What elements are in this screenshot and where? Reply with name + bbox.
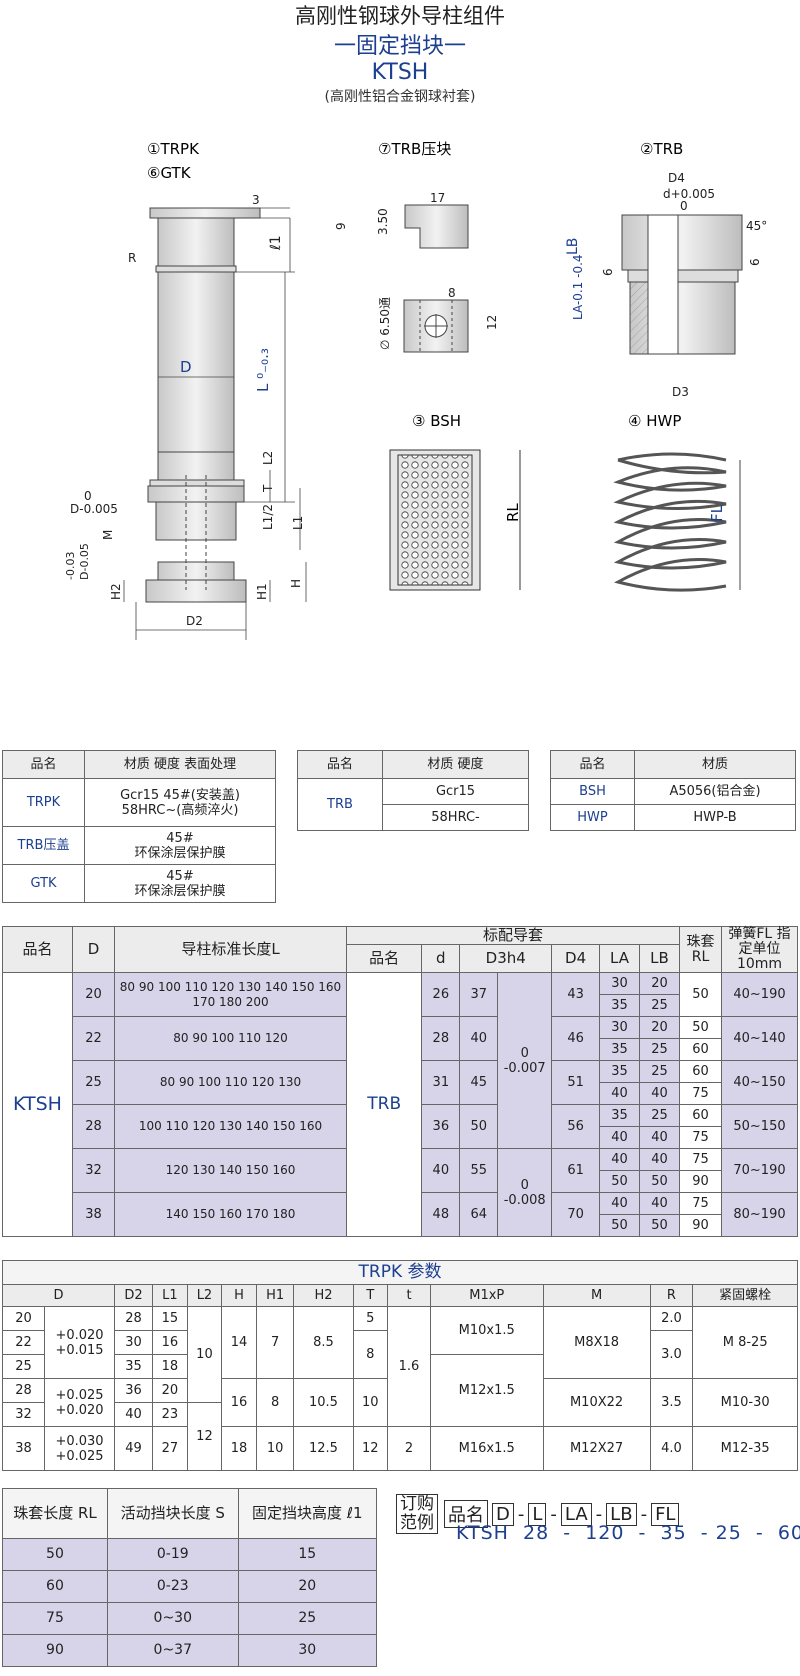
- label-trb: ②TRB: [640, 140, 683, 158]
- material-table-trpk: 品名材质 硬度 表面处理 TRPK Gcr15 45#(安装盖)58HRC~(高…: [2, 750, 276, 903]
- order-example-value: KTSH 28 - 120 - 35 - 25 - 60: [456, 1522, 800, 1544]
- label-hwp: ④ HWP: [628, 412, 681, 430]
- svg-text:3.50: 3.50: [376, 208, 390, 235]
- svg-text:D-0.005: D-0.005: [70, 502, 118, 516]
- order-part: L: [528, 1502, 547, 1526]
- trpk-post: [145, 207, 261, 603]
- svg-text:D2: D2: [186, 614, 203, 628]
- svg-text:LA-0.1 -0.4: LA-0.1 -0.4: [571, 254, 585, 320]
- order-label: 订购 范例: [396, 1494, 438, 1534]
- technical-drawing: ①TRPK ⑥GTK 3 ℓ1 R D: [64, 140, 767, 640]
- label-bsh: ③ BSH: [412, 412, 461, 430]
- svg-text:H2: H2: [109, 583, 123, 600]
- svg-text:T: T: [261, 484, 275, 493]
- svg-text:6: 6: [748, 258, 762, 266]
- svg-text:D: D: [180, 358, 192, 376]
- svg-text:45°: 45°: [746, 219, 767, 233]
- svg-text:-0.03: -0.03: [64, 552, 77, 580]
- col-length: 导柱标准长度L: [114, 926, 347, 973]
- order-part: LA: [560, 1502, 592, 1526]
- trpk-title: TRPK 参数: [2, 1260, 798, 1285]
- label-trpk: ①TRPK: [147, 140, 200, 158]
- svg-text:L1: L1: [291, 516, 305, 530]
- mat1-gtk: GTK: [2, 864, 85, 903]
- svg-text:RL: RL: [504, 503, 522, 522]
- svg-text:L1/2: L1/2: [261, 504, 275, 530]
- svg-text:R: R: [128, 251, 136, 265]
- svg-text:D3: D3: [672, 385, 689, 399]
- col-d: D: [72, 926, 115, 973]
- mat1-trpk: TRPK: [2, 778, 85, 827]
- svg-text:6: 6: [601, 268, 615, 276]
- svg-text:D4: D4: [668, 171, 685, 185]
- product-code: KTSH: [371, 60, 429, 85]
- col-standard: 标配导套: [346, 926, 680, 945]
- svg-text:ℓ1: ℓ1: [268, 235, 284, 251]
- svg-text:9: 9: [334, 222, 348, 230]
- svg-text:8: 8: [448, 286, 456, 300]
- trb-bushing: [621, 214, 743, 355]
- svg-text:L2: L2: [261, 451, 275, 465]
- bsh-ball-cage: [389, 449, 521, 591]
- svg-text:3: 3: [252, 193, 260, 207]
- col-fl: 弹簧FL 指定单位 10mm: [721, 926, 798, 973]
- svg-text:LB: LB: [565, 238, 581, 255]
- svg-text:17: 17: [430, 191, 445, 205]
- trb-press-block: [403, 204, 469, 353]
- svg-text:H: H: [289, 579, 303, 588]
- svg-text:∅ 6.50通: ∅ 6.50通: [378, 297, 392, 350]
- page-subtitle: 一固定挡块一: [333, 34, 466, 59]
- svg-text:D-0.05: D-0.05: [78, 543, 91, 580]
- page-title: 高刚性钢球外导柱组件: [295, 4, 505, 28]
- col-rl: 珠套 RL: [679, 926, 722, 973]
- svg-text:0: 0: [84, 489, 92, 503]
- product-note: (高刚性铝合金钢球衬套): [324, 89, 476, 105]
- label-trb-press: ⑦TRB压块: [378, 140, 451, 158]
- mat1-trb-press: TRB压盖: [2, 826, 85, 865]
- svg-text:0: 0: [680, 199, 688, 213]
- svg-text:M: M: [101, 530, 115, 540]
- order-part: FL: [651, 1502, 680, 1526]
- svg-text:L ⁰₋₀.₃: L ⁰₋₀.₃: [254, 348, 272, 392]
- svg-text:d+0.005: d+0.005: [663, 187, 715, 201]
- product-cell: KTSH: [2, 972, 73, 1237]
- svg-text:H1: H1: [255, 583, 269, 600]
- order-part: D: [492, 1502, 514, 1526]
- svg-text:FL: FL: [708, 504, 726, 522]
- order-part: 品名: [444, 1500, 488, 1528]
- order-part: LB: [606, 1502, 637, 1526]
- svg-text:12: 12: [485, 315, 499, 330]
- hwp-spring: [613, 452, 727, 592]
- col-name: 品名: [2, 926, 73, 973]
- label-gtk: ⑥GTK: [147, 164, 192, 182]
- mat2-trb: TRB: [297, 778, 383, 831]
